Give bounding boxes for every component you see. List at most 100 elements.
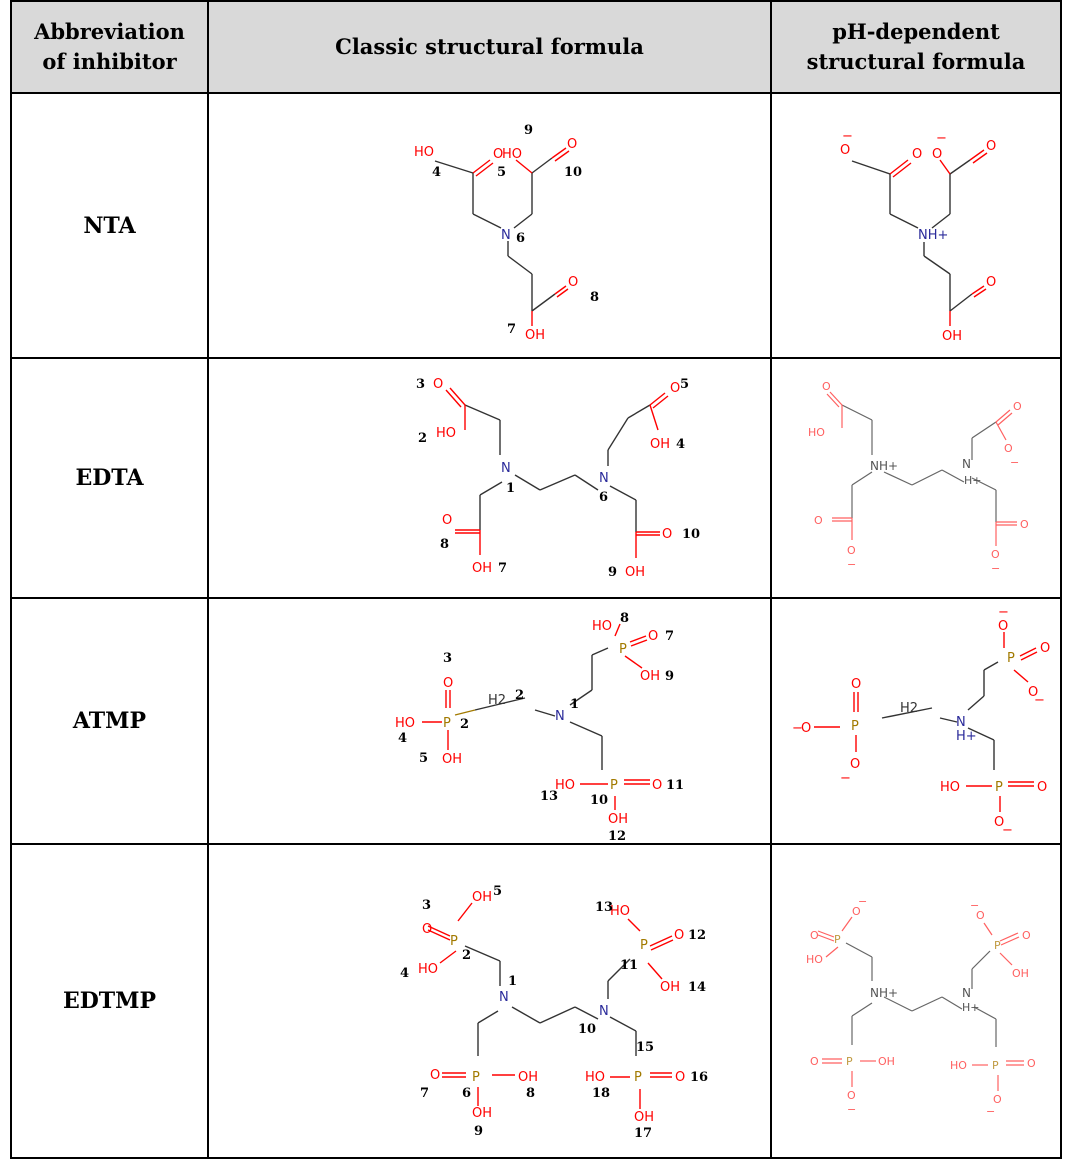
- ph-formula-cell: O − O O − O NH+ O OH: [770, 92, 1062, 359]
- svg-text:18: 18: [592, 1086, 610, 1101]
- abbr-cell: ATMP: [10, 597, 209, 845]
- atom-label: H+: [962, 1001, 980, 1014]
- atom-label: P: [1007, 651, 1015, 666]
- svg-text:12: 12: [608, 829, 626, 842]
- atom-label: O: [568, 275, 578, 290]
- svg-text:10: 10: [590, 793, 608, 808]
- atom-label: O: [648, 629, 658, 644]
- atom-label: H+: [964, 474, 982, 487]
- charge-label: −: [847, 1103, 856, 1116]
- svg-text:2: 2: [515, 688, 524, 703]
- svg-text:1: 1: [508, 974, 517, 989]
- atom-label: OH: [625, 565, 645, 580]
- atom-label: O: [810, 929, 819, 942]
- header-ph-line2: structural formula: [806, 49, 1026, 74]
- atom-label: N: [499, 990, 509, 1005]
- atom-label: O: [847, 544, 856, 557]
- atom-label: O: [801, 721, 811, 736]
- atom-label: O: [1027, 1057, 1036, 1070]
- atom-label: P: [634, 1070, 642, 1085]
- atom-label: HO: [808, 426, 825, 439]
- atom-label: O: [670, 381, 680, 396]
- charge-label: −: [842, 129, 853, 144]
- atom-label: HO: [414, 145, 434, 160]
- atom-label: HO: [418, 962, 438, 977]
- svg-text:7: 7: [665, 629, 674, 644]
- table-row: EDTA: [10, 357, 1062, 599]
- atom-label: N: [956, 715, 966, 730]
- atom-label: P: [619, 642, 627, 657]
- atom-label: O: [851, 677, 861, 692]
- atom-label: HO: [502, 147, 522, 162]
- charge-label: −: [998, 605, 1009, 620]
- table-row: ATMP: [10, 597, 1062, 845]
- atom-label: OH: [472, 561, 492, 576]
- atom-label: H2: [488, 693, 506, 708]
- header-ph-line1: pH-dependent: [832, 19, 1000, 44]
- atom-label: O: [810, 1055, 819, 1068]
- atom-label: P: [450, 934, 458, 949]
- ph-formula-cell: O O − P HO NH+ N H+ O − P O OH O P OH O …: [770, 843, 1062, 1159]
- atom-label: OH: [942, 329, 962, 344]
- atom-label: OH: [518, 1070, 538, 1085]
- atom-label: HO: [436, 426, 456, 441]
- charge-label: −: [792, 721, 803, 736]
- atom-label: O: [993, 1093, 1002, 1106]
- svg-text:7: 7: [507, 322, 516, 337]
- atom-label: N: [962, 986, 971, 1000]
- nta-classic-structure: HO O HO O N O OH 9 4 5 10 6 8 7: [414, 123, 599, 343]
- charge-label: −: [1002, 823, 1013, 838]
- svg-text:3: 3: [443, 651, 452, 666]
- header-classic-formula: Classic structural formula: [207, 0, 772, 94]
- atom-label: O: [442, 513, 452, 528]
- header-abbreviation-line2: of inhibitor: [42, 49, 177, 74]
- svg-text:4: 4: [400, 966, 409, 981]
- atom-label: O: [1022, 929, 1031, 942]
- classic-formula-cell: HO O HO O N O OH 9 4 5 10 6 8 7: [207, 92, 772, 359]
- svg-text:7: 7: [498, 561, 507, 576]
- ph-formula-cell: − O O O − P H2 N H+ O − P O O − HO P O O…: [770, 597, 1062, 845]
- atom-label: O: [1013, 400, 1022, 413]
- svg-text:17: 17: [634, 1126, 652, 1141]
- charge-label: −: [970, 899, 979, 912]
- atom-label: P: [992, 1059, 999, 1072]
- atom-label: N: [501, 461, 511, 476]
- atom-label: O: [976, 909, 985, 922]
- atom-label: O: [675, 1070, 685, 1085]
- svg-text:2: 2: [460, 717, 469, 732]
- ph-formula-cell: O HO O O − NH+ N H+ O O O − O −: [770, 357, 1062, 599]
- atom-label: O: [994, 815, 1004, 830]
- charge-label: −: [1010, 456, 1019, 469]
- atom-label: HO: [610, 904, 630, 919]
- svg-text:1: 1: [506, 481, 515, 496]
- svg-text:2: 2: [418, 431, 427, 446]
- atom-label: O: [430, 1068, 440, 1083]
- atom-label: O: [847, 1089, 856, 1102]
- charge-label: −: [840, 771, 851, 786]
- svg-text:8: 8: [620, 611, 629, 626]
- atom-label: H+: [956, 729, 977, 744]
- atom-label: OH: [660, 980, 680, 995]
- nta-ph-structure: O − O O − O NH+ O OH: [840, 129, 996, 344]
- svg-text:6: 6: [599, 490, 608, 505]
- atom-label: O: [1004, 442, 1013, 455]
- atom-label: P: [995, 780, 1003, 795]
- atom-label: O: [422, 922, 432, 937]
- atom-label: O: [986, 139, 996, 154]
- atom-label: P: [640, 938, 648, 953]
- atom-label: O: [932, 147, 942, 162]
- svg-text:13: 13: [595, 900, 613, 915]
- atmp-ph-structure: − O O O − P H2 N H+ O − P O O − HO P O O…: [792, 605, 1050, 838]
- svg-text:8: 8: [440, 537, 449, 552]
- atom-label: O: [912, 147, 922, 162]
- svg-text:12: 12: [688, 928, 706, 943]
- atom-label: O: [814, 514, 823, 527]
- atom-label: O: [850, 757, 860, 772]
- atmp-classic-structure: HO O P OH H2 N HO P O OH HO P O OH 3 2 2…: [395, 611, 684, 842]
- atom-label: O: [986, 275, 996, 290]
- atom-label: O: [822, 380, 831, 393]
- atom-label: O: [1020, 518, 1029, 531]
- abbr-cell: NTA: [10, 92, 209, 359]
- atom-label: N: [962, 457, 971, 471]
- abbr-cell: EDTA: [10, 357, 209, 599]
